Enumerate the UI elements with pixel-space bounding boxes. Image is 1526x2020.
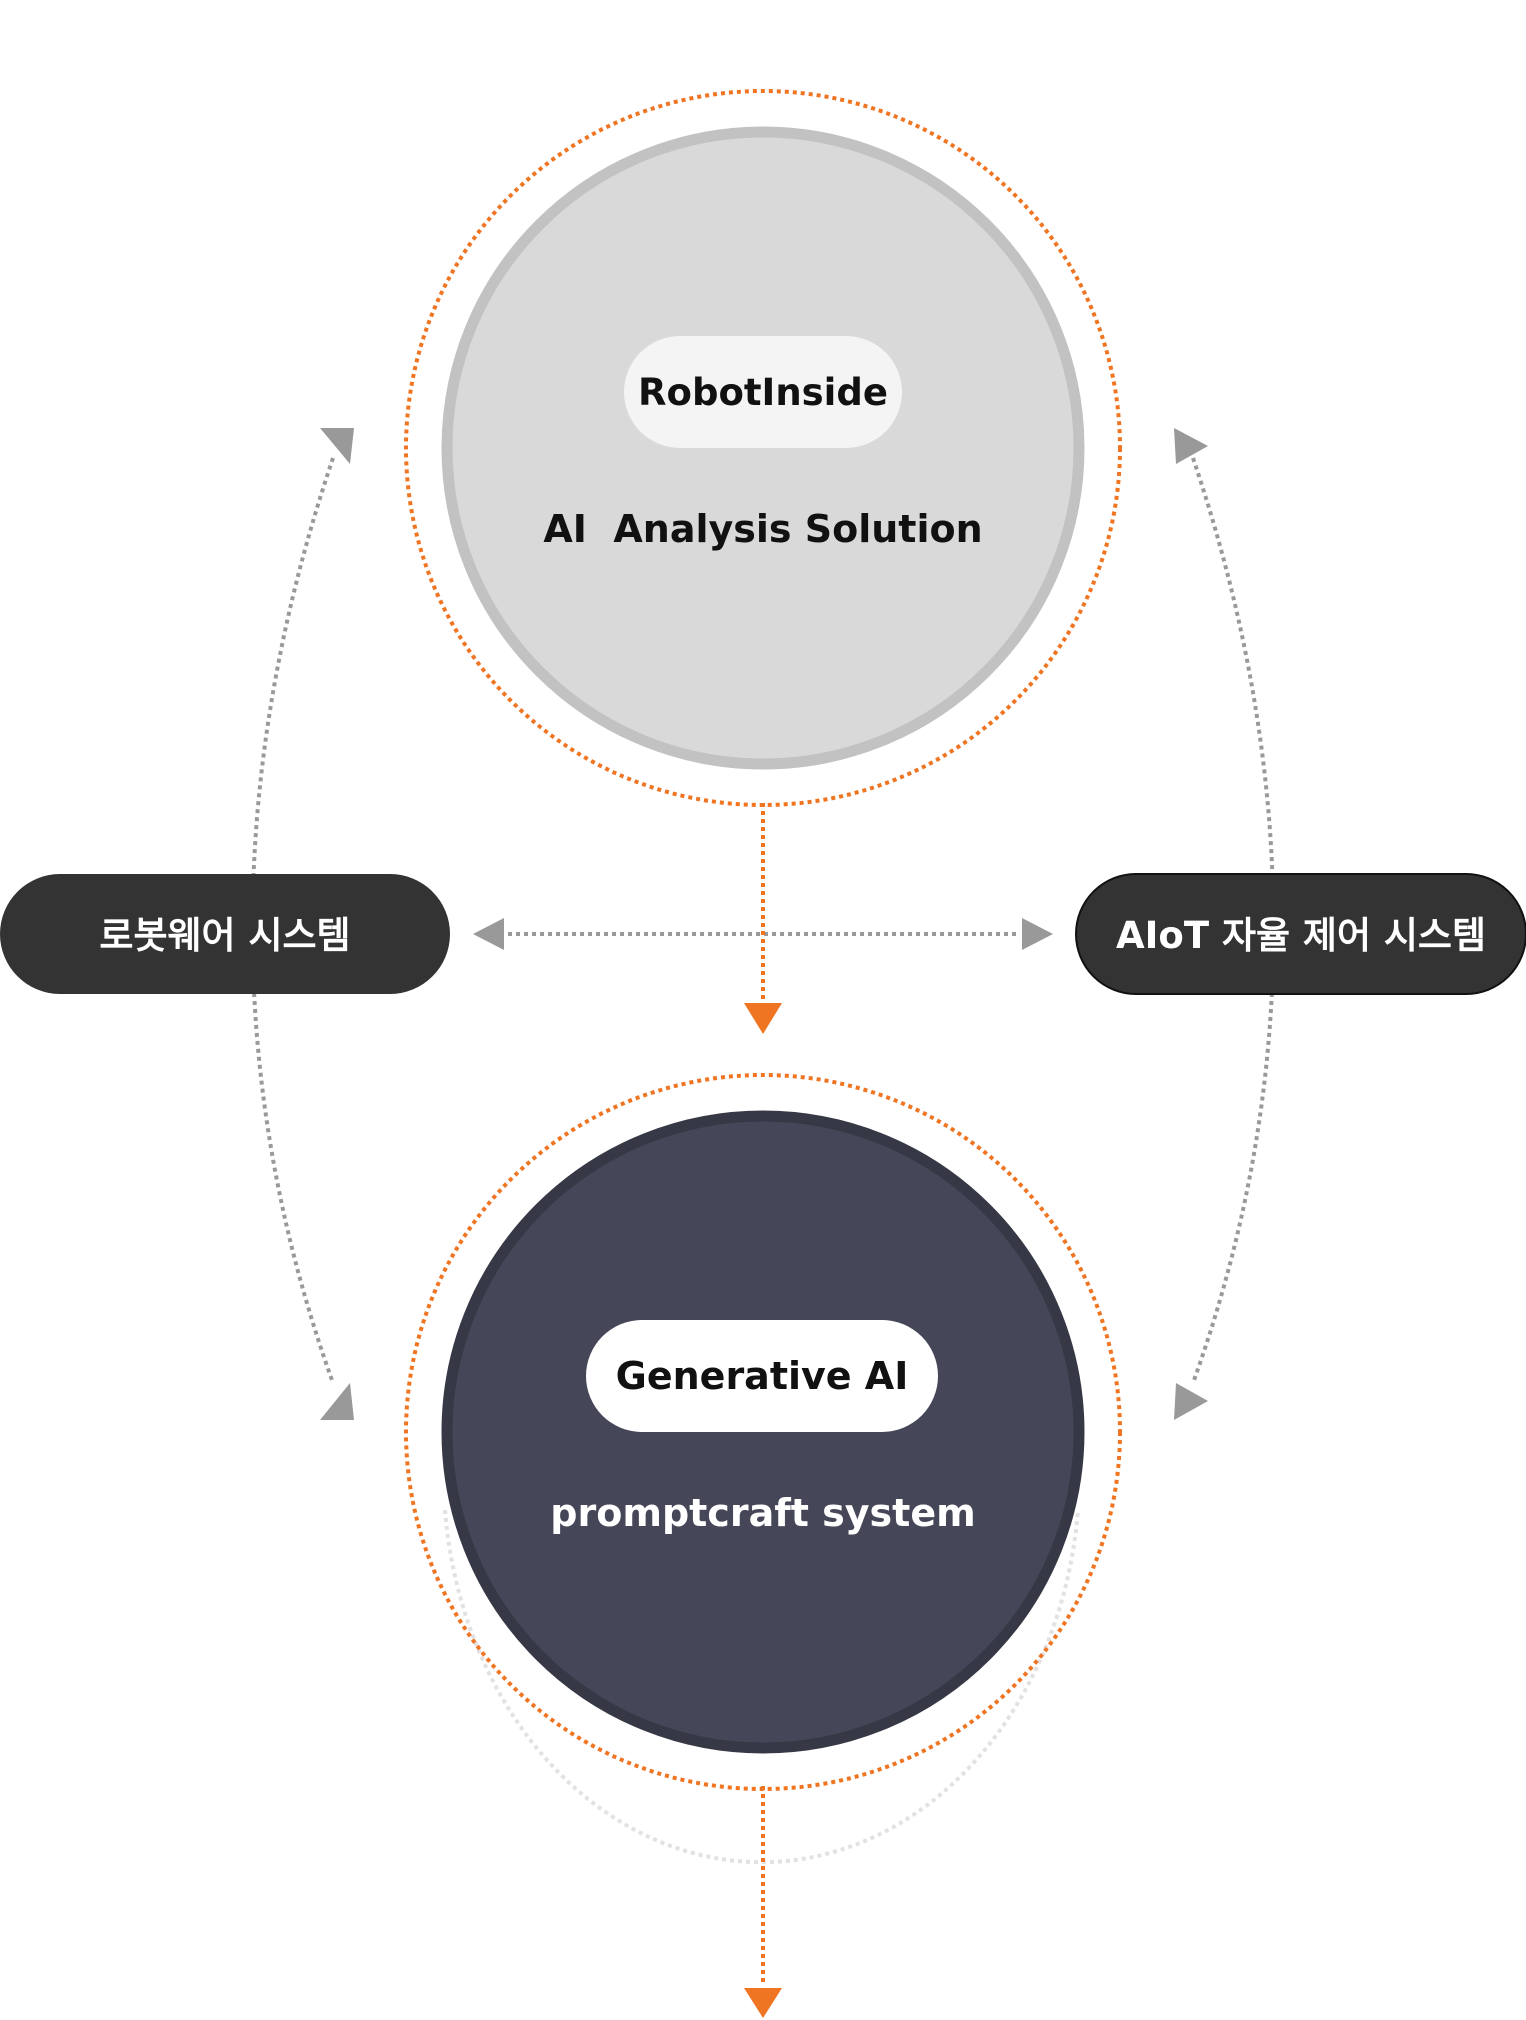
top-to-bottom-arrow-icon [744,1003,782,1034]
horizontal-left-arrow-icon [473,918,504,950]
left-top-arrow-icon [320,428,354,464]
top-badge [624,336,902,448]
left-pill-label: 로봇웨어 시스템 [99,914,350,957]
top-badge-label: RobotInside [638,371,888,414]
bottom-out-arrow-icon [744,1988,782,2018]
left-bottom-arrow-icon [320,1383,354,1420]
right-curve-connector [1191,457,1276,1384]
right-pill [1075,873,1526,995]
ghost-arc [443,1509,1080,1865]
bottom-subtitle: promptcraft system [550,1491,975,1535]
horizontal-right-arrow-icon [1022,918,1053,950]
right-bottom-arrow-icon [1174,1383,1208,1420]
bottom-badge [586,1320,938,1432]
left-pill [0,874,450,994]
bottom-badge-label: Generative AI [616,1354,909,1398]
right-top-arrow-icon [1174,428,1208,464]
left-curve-connector [250,457,335,1384]
top-subtitle: AI Analysis Solution [543,507,982,551]
right-pill-label: AIoT 자율 제어 시스템 [1116,914,1486,957]
